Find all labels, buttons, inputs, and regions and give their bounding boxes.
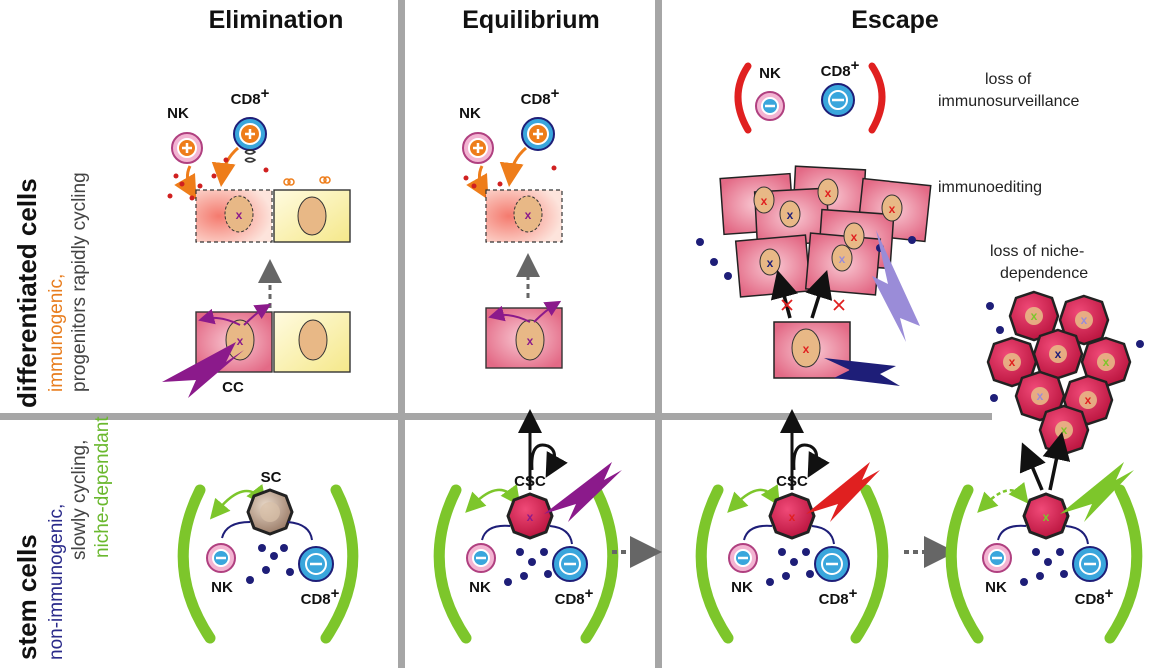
svg-text:x: x — [1055, 347, 1062, 361]
equilibrium-stem-panel: x CSC NK CD8+ — [433, 409, 662, 644]
csc-cell-eq — [506, 492, 554, 540]
svg-text:x: x — [1081, 313, 1088, 327]
svg-text:x: x — [527, 510, 534, 524]
svg-text:x: x — [767, 256, 774, 270]
loss-niche-line2: dependence — [1000, 265, 1088, 282]
header-elimination: Elimination — [209, 6, 344, 34]
svg-text:x: x — [789, 510, 796, 524]
svg-text:x: x — [1009, 355, 1016, 369]
svg-text:x: x — [525, 208, 532, 222]
immunoediting-label: immunoediting — [938, 179, 1042, 196]
loss-niche-group: loss of niche- dependence x x x x x x x x — [986, 243, 1144, 456]
cd8-label-eq-stem: CD8+ — [555, 585, 594, 608]
navy-bolt-icon — [824, 358, 900, 386]
elimination-differentiated-panel: NK CD8+ x — [162, 85, 351, 398]
nk-cell-eq — [462, 132, 494, 164]
svg-text:x: x — [825, 186, 832, 200]
cd8-label-stem: CD8+ — [301, 585, 340, 608]
purple-bolt-icon-eq — [544, 462, 622, 522]
elimination-stem-panel: SC NK CD8+ — [177, 469, 359, 644]
niche-bracket-right — [320, 484, 359, 644]
svg-text:x: x — [787, 208, 794, 222]
cc-label: CC — [222, 379, 244, 396]
slowly-cycling-text: slowly cycling, — [69, 440, 90, 560]
svg-text:x: x — [1085, 393, 1092, 407]
svg-text:x: x — [839, 252, 846, 266]
svg-text:x: x — [1061, 423, 1068, 437]
cd8-label-escape-stem2: CD8+ — [1075, 585, 1114, 608]
nk-label-escape-stem: NK — [731, 579, 753, 596]
svg-text:x: x — [1031, 309, 1038, 323]
svg-text:x: x — [889, 202, 896, 216]
svg-text:x: x — [527, 334, 534, 348]
nk-label-eq: NK — [459, 105, 481, 122]
svg-text:x: x — [1043, 510, 1050, 524]
nk-cell — [171, 132, 203, 164]
cd8-label-escape-stem: CD8+ — [819, 585, 858, 608]
row-label-differentiated: differentiated cells immunogenic, progen… — [12, 172, 90, 408]
loss-immuno-line2: immunosurveillance — [938, 93, 1079, 110]
cd8-label-eq: CD8+ — [521, 85, 560, 108]
progenitors-text: progenitors rapidly cycling — [69, 172, 90, 392]
svg-text:x: x — [1103, 355, 1110, 369]
lilac-bolt-icon — [872, 230, 920, 342]
svg-text:x: x — [851, 230, 858, 244]
red-bolt-icon — [806, 462, 880, 522]
differentiated-cells-title: differentiated cells — [12, 178, 42, 408]
cd8-cell-escape — [821, 83, 855, 117]
loss-niche-line1: loss of niche- — [990, 243, 1084, 260]
svg-text:x: x — [1037, 389, 1044, 403]
nk-label-stem: NK — [211, 579, 233, 596]
sc-label: SC — [261, 469, 282, 486]
nk-cell-eq-stem — [466, 543, 496, 573]
svg-text:x: x — [237, 334, 244, 348]
grid-dividers — [0, 0, 992, 668]
cd8-label: CD8+ — [231, 85, 270, 108]
niche-bracket-left — [177, 484, 216, 644]
nk-label-escape: NK — [759, 65, 781, 82]
svg-text:x: x — [803, 342, 810, 356]
nk-cell-stem — [206, 543, 236, 573]
stem-cells-title: stem cells — [12, 534, 42, 660]
row-label-stem: stem cells non-immunogenic, slowly cycli… — [12, 416, 113, 660]
green-bolt-icon — [1060, 462, 1134, 522]
escape-stem-panel-1: x CSC NK CD8+ — [695, 409, 956, 644]
header-escape: Escape — [851, 6, 939, 34]
nk-label: NK — [167, 105, 189, 122]
escape-differentiated-panel: NK CD8+ loss of immunosurveillance immun… — [696, 57, 1079, 386]
cd8-cell — [233, 117, 267, 163]
nk-label-escape-stem2: NK — [985, 579, 1007, 596]
nk-label-eq-stem: NK — [469, 579, 491, 596]
cd8-cell-eq — [521, 117, 555, 151]
svg-text:x: x — [236, 208, 243, 222]
purple-bolt-icon — [162, 342, 244, 398]
non-immunogenic-text: non-immunogenic, — [46, 504, 67, 660]
niche-dependant-text: niche-dependant — [92, 416, 113, 558]
svg-text:x: x — [761, 194, 768, 208]
cd8-label-escape: CD8+ — [821, 57, 860, 80]
equilibrium-differentiated-panel: NK CD8+ x x — [459, 85, 563, 369]
loss-immuno-line1: loss of — [985, 71, 1032, 88]
escape-stem-panel-2: x NK CD8+ — [945, 431, 1143, 644]
cd8-cell-eq-stem — [552, 546, 588, 582]
header-equilibrium: Equilibrium — [462, 6, 600, 34]
immunogenic-text: immunogenic, — [46, 274, 67, 392]
cd8-cell-stem — [298, 546, 334, 582]
nk-cell-escape — [755, 91, 785, 121]
